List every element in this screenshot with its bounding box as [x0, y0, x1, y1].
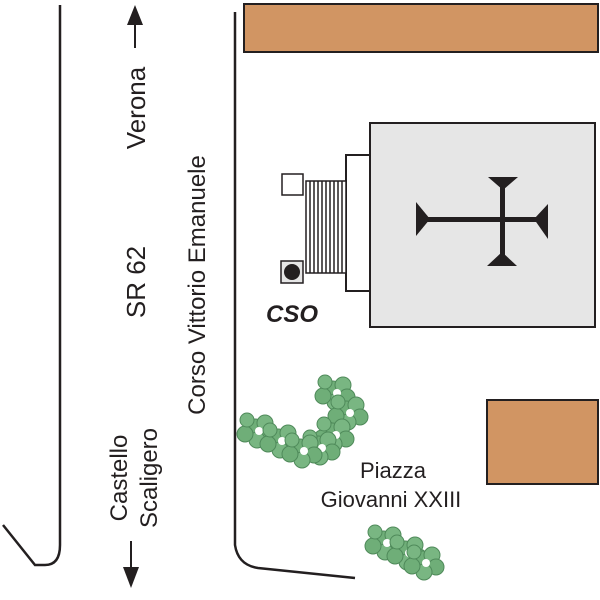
destination-south-line1: Castello: [106, 435, 133, 522]
church: [280, 122, 596, 328]
arrow-down-icon: [123, 541, 139, 588]
square-name-line1: Piazza: [360, 458, 427, 483]
square-name-line2: Giovanni XXIII: [321, 487, 462, 512]
road-edge-right: [233, 12, 356, 580]
building-right: [486, 399, 599, 485]
road-number-label: SR 62: [121, 246, 151, 318]
cross-icon: [416, 177, 548, 266]
destination-north-label: Verona: [121, 66, 151, 149]
arrow-up-icon: [127, 5, 143, 48]
staircase: [305, 180, 347, 274]
street-name-label: Corso Vittorio Emanuele: [184, 155, 211, 415]
destination-south-line2: Scaligero: [136, 428, 163, 528]
poi-code-label: CSO: [266, 301, 318, 328]
square-marker: [281, 173, 304, 196]
filled-circle-icon: [280, 260, 304, 284]
road-edge-left: [2, 5, 62, 567]
building-top: [243, 3, 599, 53]
